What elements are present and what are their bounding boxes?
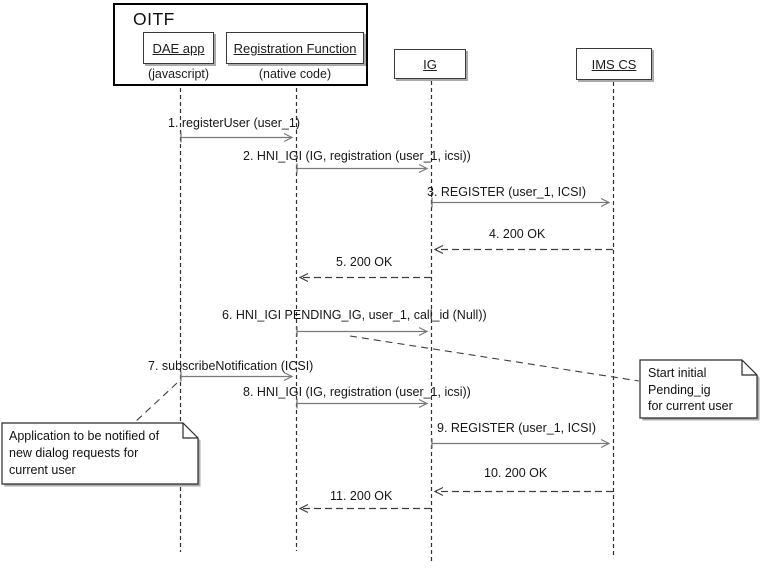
note-connector-left [133,382,178,424]
note-start-initial-pending: Start initial Pending_ig for current use… [648,366,733,413]
message-label-6: 6. HNI_IGI PENDING_IG, user_1, call_id (… [222,308,487,322]
participant-ims-cs-label: IMS CS [591,56,637,72]
participant-ig: IG [394,49,466,79]
participant-ims-cs: IMS CS [576,48,652,80]
message-label-7: 7. subscribeNotification (ICSI) [148,359,314,373]
participant-dae-app-label: DAE app [152,40,205,56]
message-label-4: 4. 200 OK [489,227,546,241]
message-label-10: 10. 200 OK [484,466,548,480]
participant-registration-function-sublabel: (native code) [258,67,332,81]
message-label-1: 1. registerUser (user_1) [168,116,300,130]
note-fold-left [182,423,198,439]
message-label-3: 3. REGISTER (user_1, ICSI) [427,185,587,199]
message-label-9: 9. REGISTER (user_1, ICSI) [437,421,597,435]
note-fold-right [741,360,757,376]
participant-ig-label: IG [423,56,437,72]
note-shape-left [1,422,199,485]
oitf-title: OITF [133,9,175,29]
participant-registration-function: Registration Function [226,32,364,64]
participant-dae-app: DAE app [143,32,214,64]
participant-dae-app-sublabel: (javascript) [147,67,210,81]
message-label-2: 2. HNI_IGI (IG, registration (user_1, ic… [243,149,471,163]
note-connector-right [349,335,640,382]
participant-registration-function-label: Registration Function [233,40,357,56]
message-label-8: 8. HNI_IGI (IG, registration (user_1, ic… [243,385,471,399]
message-label-5: 5. 200 OK [336,255,393,269]
message-label-11: 11. 200 OK [330,489,393,503]
note-shape-right [639,359,758,419]
note-application-notified: Application to be notified of new dialog… [9,429,160,477]
